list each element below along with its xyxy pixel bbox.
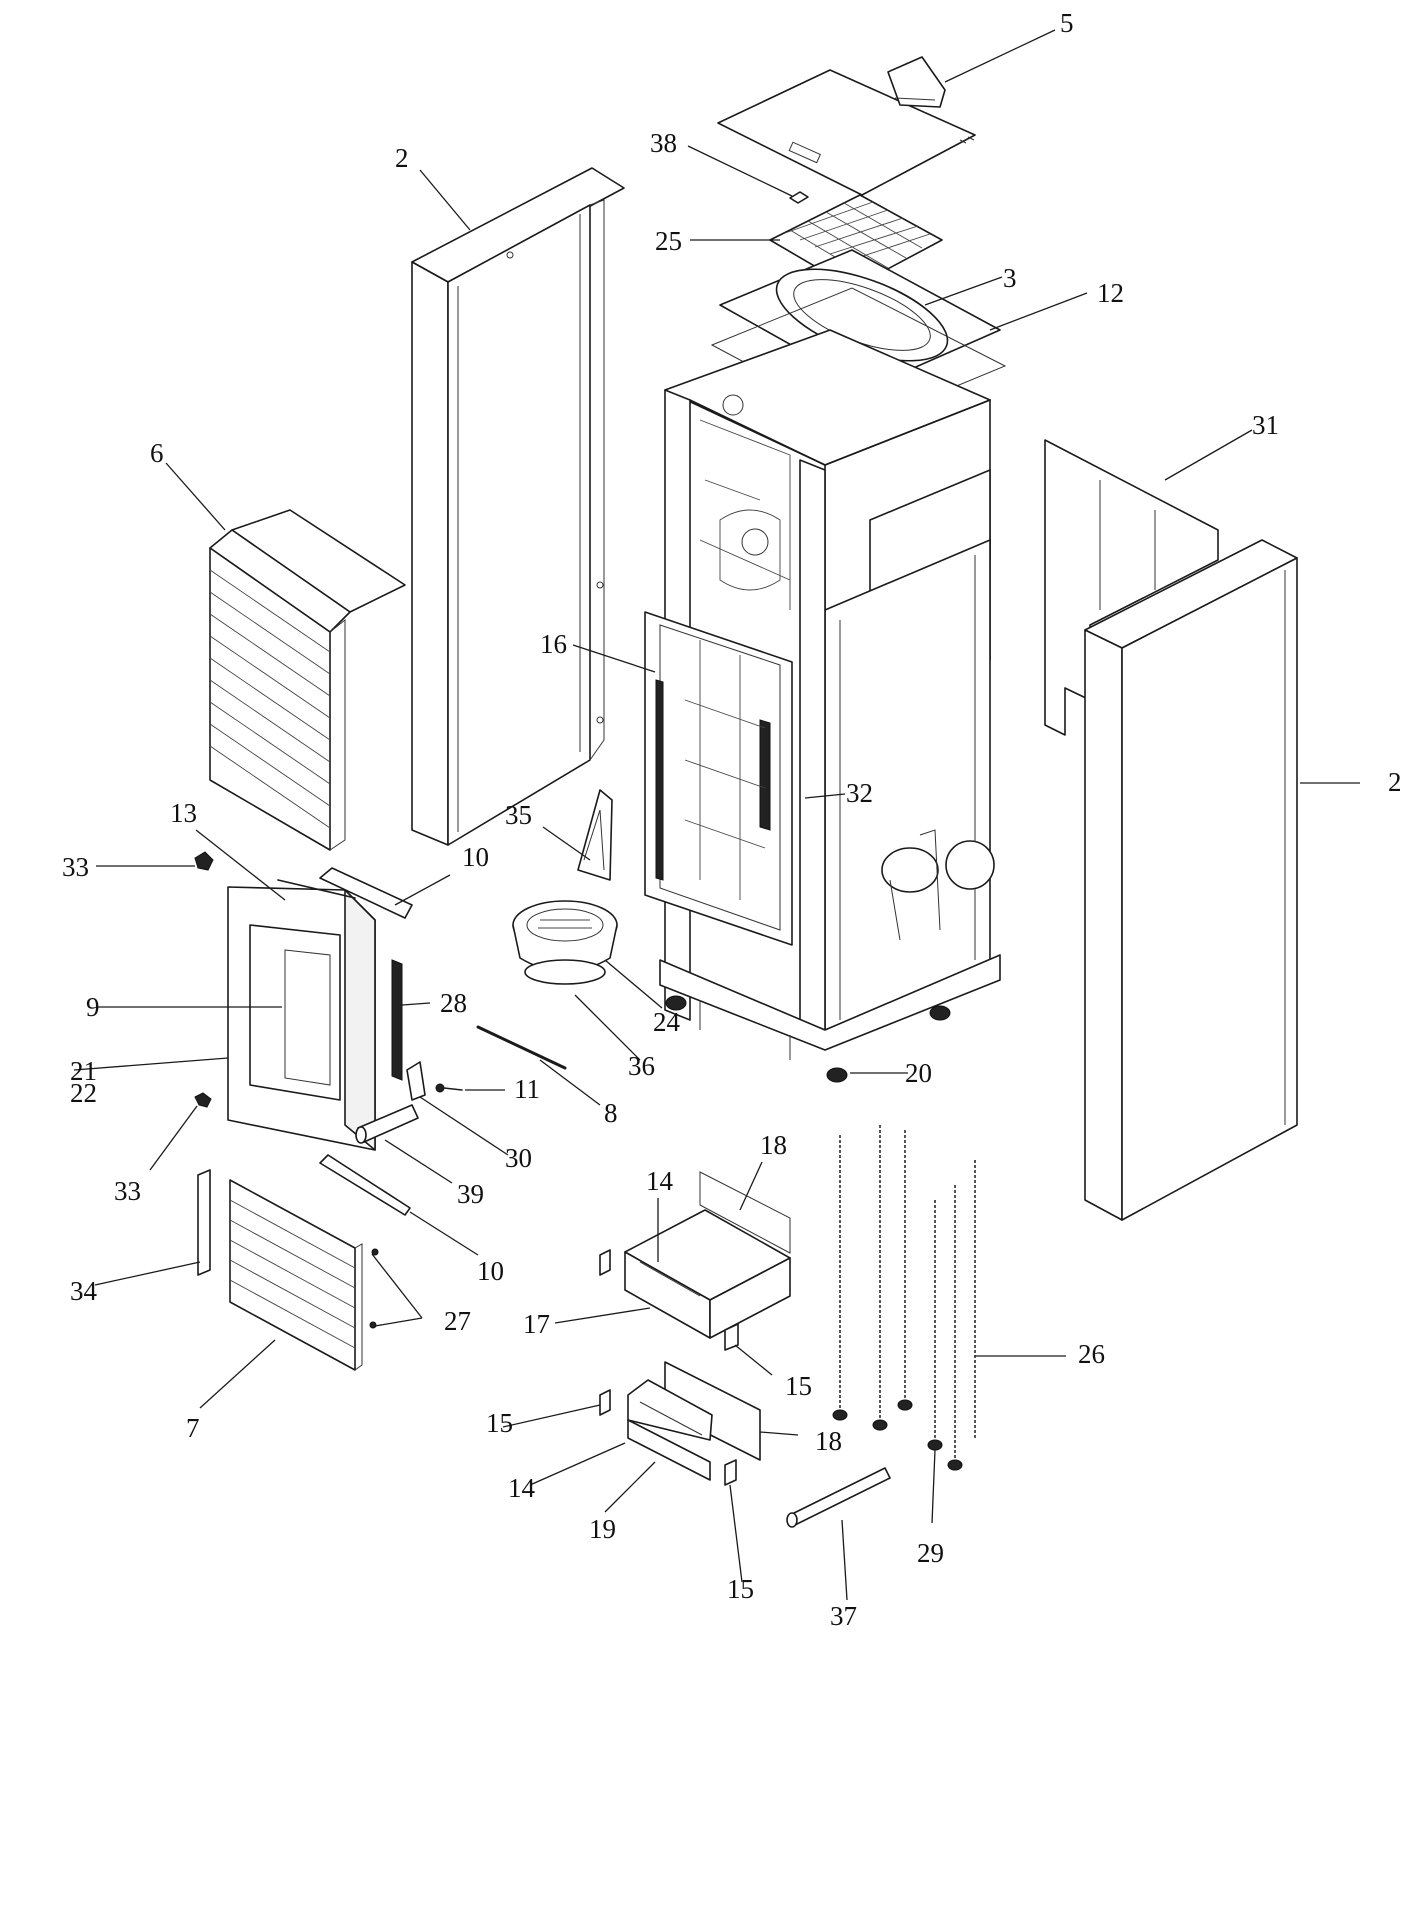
part-hinge-30 [406, 1061, 426, 1101]
callout-numbers: 5 38 2 25 3 12 31 6 16 32 2 13 35 33 10 … [62, 8, 1402, 1631]
callout-22: 22 [70, 1078, 97, 1108]
part-lower-drawer-19 [599, 1361, 761, 1486]
leader-lines [73, 29, 1360, 1601]
callout-26: 26 [1078, 1339, 1105, 1369]
callout-30: 30 [505, 1143, 532, 1173]
callout-33-bottom: 33 [114, 1176, 141, 1206]
callout-36: 36 [628, 1051, 655, 1081]
part-side-panel-left [411, 167, 625, 846]
part-rod-37 [786, 1467, 891, 1528]
callout-6: 6 [150, 438, 164, 468]
callout-16: 16 [540, 629, 567, 659]
callout-18-bottom: 18 [815, 1426, 842, 1456]
part-front-door-9 [227, 886, 403, 1151]
callout-28: 28 [440, 988, 467, 1018]
part-bar-10-top [319, 867, 413, 919]
part-side-panel-right [1084, 539, 1298, 1221]
callout-24: 24 [653, 1007, 681, 1037]
part-cylinder-39 [355, 1104, 419, 1144]
callout-2-left: 2 [395, 143, 409, 173]
callout-8: 8 [604, 1098, 618, 1128]
part-clip-33-top [194, 851, 214, 871]
part-burner-pot [512, 900, 618, 985]
part-bar-10-bottom [319, 1154, 411, 1216]
callout-19: 19 [589, 1514, 616, 1544]
part-bracket-35 [577, 789, 613, 881]
callout-13: 13 [170, 798, 197, 828]
part-feet [665, 995, 951, 1083]
callout-15-left: 15 [486, 1408, 513, 1438]
callout-27: 27 [444, 1306, 471, 1336]
part-ash-drawer-17 [599, 1171, 791, 1351]
callout-14-top: 14 [646, 1166, 674, 1196]
part-clip-33-bottom [194, 1092, 212, 1108]
callout-15-right: 15 [785, 1371, 812, 1401]
part-side-grille-6 [209, 509, 406, 851]
callout-37: 37 [830, 1601, 857, 1631]
part-clip-38 [789, 191, 809, 204]
callout-3: 3 [1003, 263, 1017, 293]
callout-20: 20 [905, 1058, 932, 1088]
callout-33-top: 33 [62, 852, 89, 882]
callout-31: 31 [1252, 410, 1279, 440]
callout-32: 32 [846, 778, 873, 808]
part-top-lid [717, 56, 976, 196]
callout-35: 35 [505, 800, 532, 830]
callout-17: 17 [523, 1309, 550, 1339]
callout-9: 9 [86, 992, 100, 1022]
part-bar-13 [277, 879, 356, 899]
callout-25: 25 [655, 226, 682, 256]
callout-34: 34 [70, 1276, 98, 1306]
callout-2-right: 2 [1388, 767, 1402, 797]
callout-12: 12 [1097, 278, 1124, 308]
part-rod-8 [476, 1025, 567, 1070]
callout-38: 38 [650, 128, 677, 158]
callout-5: 5 [1060, 8, 1074, 38]
callout-21: 21 [70, 1056, 97, 1086]
part-lower-grille-7 [197, 1169, 379, 1371]
callout-7: 7 [186, 1413, 200, 1443]
callout-11: 11 [514, 1074, 540, 1104]
part-springs-26 [832, 1125, 976, 1471]
callout-10-top: 10 [462, 842, 489, 872]
callout-18-top: 18 [760, 1130, 787, 1160]
part-front-frame [644, 611, 793, 946]
part-screw-11 [435, 1083, 463, 1093]
callout-29: 29 [917, 1538, 944, 1568]
part-grid-plate [769, 194, 943, 289]
callout-14-bottom: 14 [508, 1473, 536, 1503]
callout-39: 39 [457, 1179, 484, 1209]
callout-10-bottom: 10 [477, 1256, 504, 1286]
callout-15-bottom: 15 [727, 1574, 754, 1604]
